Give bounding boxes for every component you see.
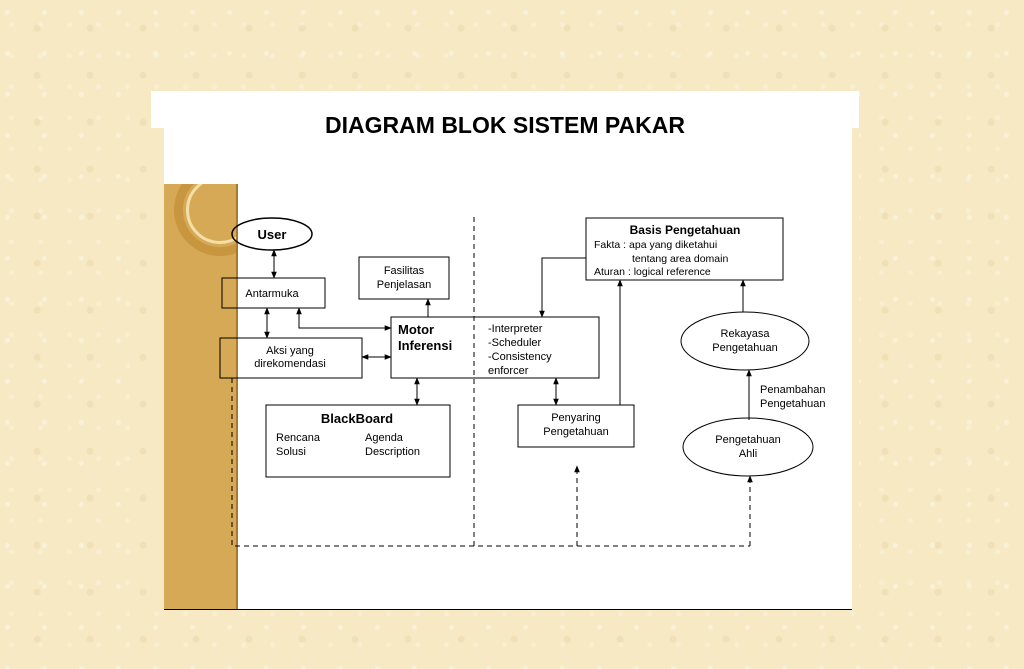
- label-penambahan-2: Pengetahuan: [760, 398, 825, 410]
- label-basis-title: Basis Pengetahuan: [630, 223, 741, 237]
- bottom-rule: [164, 609, 852, 610]
- label-motor-item-4: enforcer: [488, 365, 529, 377]
- label-rekayasa-1: Rekayasa: [721, 328, 771, 340]
- label-fasilitas-1: Fasilitas: [384, 265, 425, 277]
- decorative-ring-highlight: [186, 184, 238, 244]
- label-aksi-2: direkomendasi: [254, 358, 326, 370]
- node-user: [231, 217, 313, 251]
- node-fasilitas: [358, 256, 450, 300]
- label-rekayasa-2: Pengetahuan: [712, 342, 777, 354]
- arrow-antarmuka-motor: [296, 307, 392, 331]
- node-basis-pengetahuan: [585, 217, 784, 281]
- page-title: DIAGRAM BLOK SISTEM PAKAR: [325, 112, 685, 138]
- label-basis-fakta: Fakta : apa yang diketahui: [594, 239, 717, 251]
- label-motor-item-3: -Consistency: [488, 351, 552, 363]
- node-antarmuka: [221, 277, 326, 309]
- node-blackboard: [265, 404, 451, 478]
- slide-panel: [151, 91, 859, 610]
- node-aksi: [219, 337, 363, 379]
- panel-notch-left: [151, 128, 164, 610]
- label-motor-item-1: -Interpreter: [488, 323, 543, 335]
- arrow-motor-basis: [539, 257, 586, 318]
- node-rekayasa: [680, 311, 810, 371]
- decorative-ring: [174, 184, 238, 256]
- node-penyaring: [517, 404, 635, 448]
- panel-notch-right: [852, 128, 859, 610]
- label-aksi-1: Aksi yang: [266, 345, 314, 357]
- label-basis-fakta-2: tentang area domain: [632, 253, 728, 265]
- feedback-dashed-line: [231, 378, 750, 547]
- label-antarmuka: Antarmuka: [245, 288, 299, 300]
- node-motor-inferensi: [390, 316, 600, 379]
- decorative-gold-band: [164, 184, 238, 610]
- label-blackboard-agenda: Agenda: [365, 432, 404, 444]
- gold-band-edge: [236, 184, 238, 610]
- label-ahli-1: Pengetahuan: [715, 434, 780, 446]
- label-blackboard-title: BlackBoard: [321, 411, 393, 426]
- label-motor-item-2: -Scheduler: [488, 337, 542, 349]
- label-user: User: [258, 227, 287, 242]
- label-penambahan-1: Penambahan: [760, 384, 825, 396]
- label-motor-2: Inferensi: [398, 338, 452, 353]
- label-penyaring-2: Pengetahuan: [543, 426, 608, 438]
- label-fasilitas-2: Penjelasan: [377, 279, 431, 291]
- label-motor-1: Motor: [398, 322, 434, 337]
- label-basis-aturan: Aturan : logical reference: [594, 266, 711, 278]
- label-penyaring-1: Penyaring: [551, 412, 601, 424]
- label-blackboard-description: Description: [365, 446, 420, 458]
- label-blackboard-solusi: Solusi: [276, 446, 306, 458]
- label-ahli-2: Ahli: [739, 448, 757, 460]
- label-blackboard-rencana: Rencana: [276, 432, 321, 444]
- node-pengetahuan-ahli: [682, 417, 814, 477]
